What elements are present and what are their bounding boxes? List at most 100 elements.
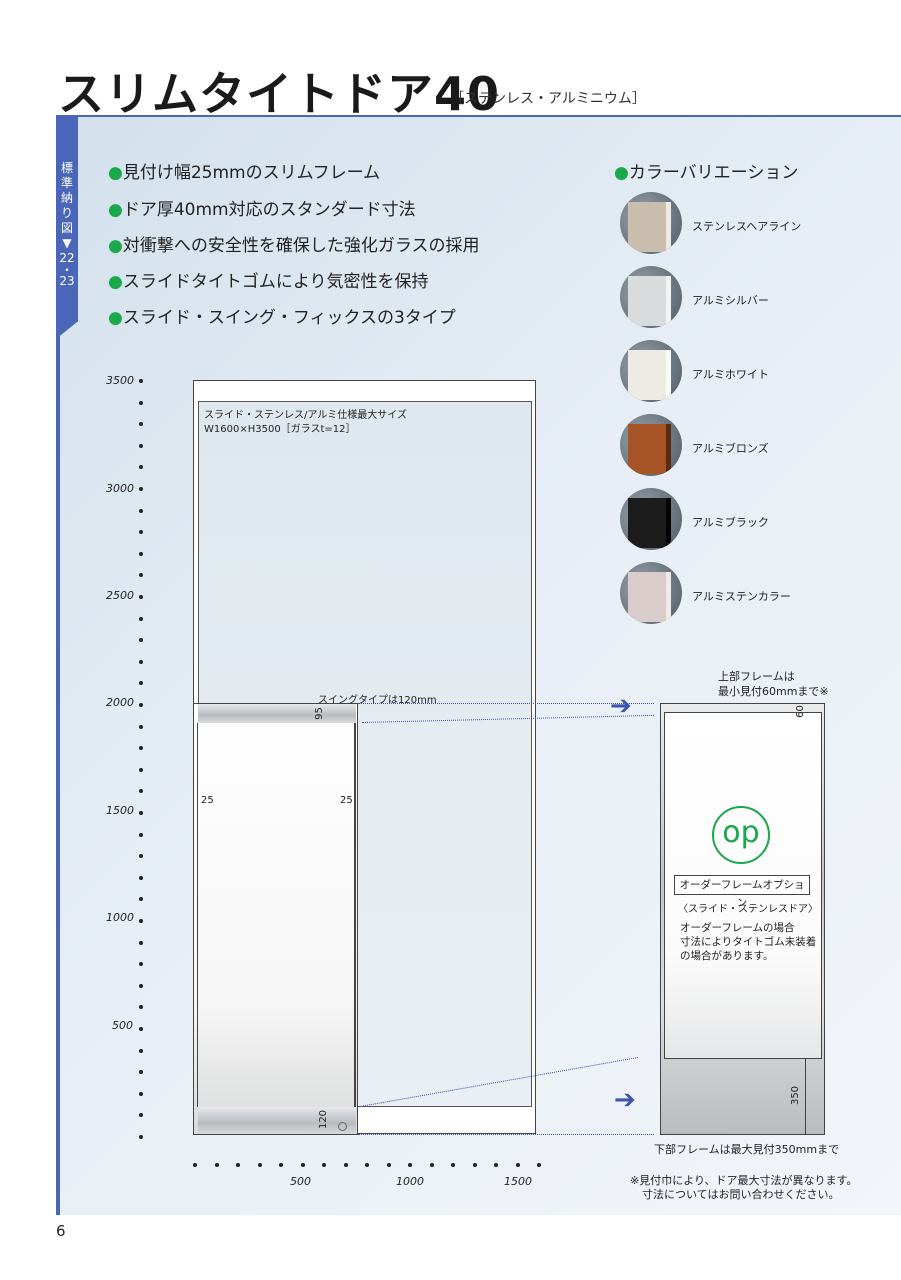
y-axis-label: 1000 xyxy=(106,911,134,924)
dimension-bottom: 120 xyxy=(318,1109,330,1130)
bullet-icon: ● xyxy=(108,272,123,292)
feature-item: ●対衝撃への安全性を確保した強化ガラスの採用 xyxy=(108,236,480,256)
y-scale-dot xyxy=(139,746,143,751)
max-size-label: スライド・ステンレス/アルミ仕様最大サイズ xyxy=(204,410,407,421)
footnote: ※見付巾により、ドア最大寸法が異なります。 xyxy=(630,1174,858,1187)
x-scale-dot xyxy=(515,1163,520,1167)
swing-door xyxy=(193,703,358,1135)
side-tab-standard-detail[interactable]: 標 準 納 り 図 ▼ 22 ・ 23 xyxy=(56,117,78,339)
page-subtitle: ［ステンレス・アルミニウム］ xyxy=(450,91,646,107)
y-scale-dot xyxy=(139,379,143,383)
y-scale-dot xyxy=(139,1091,143,1096)
y-scale-dot xyxy=(139,465,143,470)
side-tab-char: 22 xyxy=(59,251,75,265)
swatch-edge xyxy=(666,202,671,252)
x-axis-label: 1500 xyxy=(504,1175,532,1188)
y-scale-dot xyxy=(139,1135,143,1139)
y-scale-dot xyxy=(139,1005,143,1010)
x-scale-dot xyxy=(537,1163,541,1167)
y-scale-dot xyxy=(139,854,143,859)
swatch-edge xyxy=(666,498,671,548)
side-tab-char: 標 xyxy=(60,161,73,175)
x-scale-dot xyxy=(365,1163,369,1167)
order-frame-desc: の場合があります。 xyxy=(680,950,774,962)
page-number: 6 xyxy=(56,1222,66,1240)
order-frame-desc: 寸法によりタイトゴム未装着 xyxy=(680,936,817,948)
side-tab-char: ・ xyxy=(60,263,73,277)
y-scale-dot xyxy=(139,703,143,707)
page-title: スリムタイトドア40 xyxy=(58,67,501,121)
swatch-face xyxy=(628,498,668,548)
x-scale-dot xyxy=(279,1163,283,1167)
x-scale-dot xyxy=(451,1163,455,1167)
dimension-left: 25 xyxy=(201,795,214,806)
x-scale-dot xyxy=(193,1163,197,1167)
side-tab-char: 納 xyxy=(60,191,73,205)
color-swatch-label: アルミステンカラー xyxy=(692,590,791,603)
x-scale-dot xyxy=(472,1163,477,1167)
x-scale-dot xyxy=(236,1163,240,1167)
order-frame-option-label: オーダーフレームオプション xyxy=(674,875,810,909)
color-variation-title: ●カラーバリエーション xyxy=(614,163,799,183)
color-swatch xyxy=(620,562,682,624)
y-scale-dot xyxy=(139,573,143,578)
screw-icon xyxy=(338,1122,347,1131)
y-scale-dot xyxy=(139,1048,143,1053)
color-swatch-label: アルミホワイト xyxy=(692,368,769,381)
x-scale-dot xyxy=(322,1163,326,1167)
y-scale-dot xyxy=(139,897,143,902)
max-size-dimension: W1600×H3500［ガラスt=12］ xyxy=(204,424,356,435)
side-tab-char: り xyxy=(60,206,73,220)
y-scale-dot xyxy=(139,595,143,599)
x-scale-dot xyxy=(257,1163,262,1167)
swatch-face xyxy=(628,350,668,400)
y-scale-dot xyxy=(139,551,143,556)
x-scale-dot xyxy=(429,1163,434,1167)
side-tab-char: 図 xyxy=(60,221,73,235)
y-scale-dot xyxy=(139,1113,143,1118)
color-swatch xyxy=(620,340,682,402)
y-scale-dot xyxy=(139,400,143,405)
x-axis-label: 1000 xyxy=(396,1175,424,1188)
y-scale-dot xyxy=(139,443,143,448)
color-swatch xyxy=(620,266,682,328)
top-frame-note: 最小見付60mmまで※ xyxy=(718,685,829,698)
color-swatch xyxy=(620,488,682,550)
swatch-edge xyxy=(666,350,671,400)
y-scale-dot xyxy=(139,1070,143,1075)
color-swatch-label: アルミシルバー xyxy=(692,294,769,307)
color-swatch-label: ステンレスヘアライン xyxy=(692,220,802,233)
feature-item: ●スライド・スイング・フィックスの3タイプ xyxy=(108,308,456,328)
x-scale-dot xyxy=(214,1163,219,1167)
y-axis-label: 2000 xyxy=(106,696,134,709)
swatch-face xyxy=(628,424,668,474)
y-scale-dot xyxy=(139,767,143,772)
y-scale-dot xyxy=(139,681,143,686)
order-frame-sub-label: 〈スライド・ステンレスドア〉 xyxy=(678,904,818,915)
bullet-icon: ● xyxy=(108,163,123,183)
swatch-face xyxy=(628,572,668,622)
y-scale-dot xyxy=(139,811,143,815)
swatch-face xyxy=(628,276,668,326)
y-scale-dot xyxy=(139,638,143,643)
bullet-icon: ● xyxy=(108,236,123,256)
arrow-right-icon: ➔ xyxy=(610,691,632,721)
y-scale-dot xyxy=(139,875,143,880)
y-scale-dot xyxy=(139,789,143,794)
swing-door-bottom-frame xyxy=(198,1107,356,1134)
x-scale-dot xyxy=(494,1163,498,1167)
bullet-icon: ● xyxy=(614,163,629,183)
x-scale-dot xyxy=(408,1163,412,1167)
y-scale-dot xyxy=(139,422,143,427)
order-dimension-bottom: 350 xyxy=(790,1085,802,1106)
y-scale-dot xyxy=(139,487,143,491)
swing-door-left-frame xyxy=(197,723,198,1107)
x-axis-label: 500 xyxy=(290,1175,311,1188)
connector-line xyxy=(358,1134,654,1135)
x-scale-dot xyxy=(343,1163,348,1167)
bottom-frame-note: 下部フレームは最大見付350mmまで xyxy=(654,1143,840,1156)
y-axis-label: 2500 xyxy=(106,589,134,602)
header-rule xyxy=(56,115,901,117)
y-scale-dot xyxy=(139,962,143,967)
connector-line xyxy=(358,703,654,704)
